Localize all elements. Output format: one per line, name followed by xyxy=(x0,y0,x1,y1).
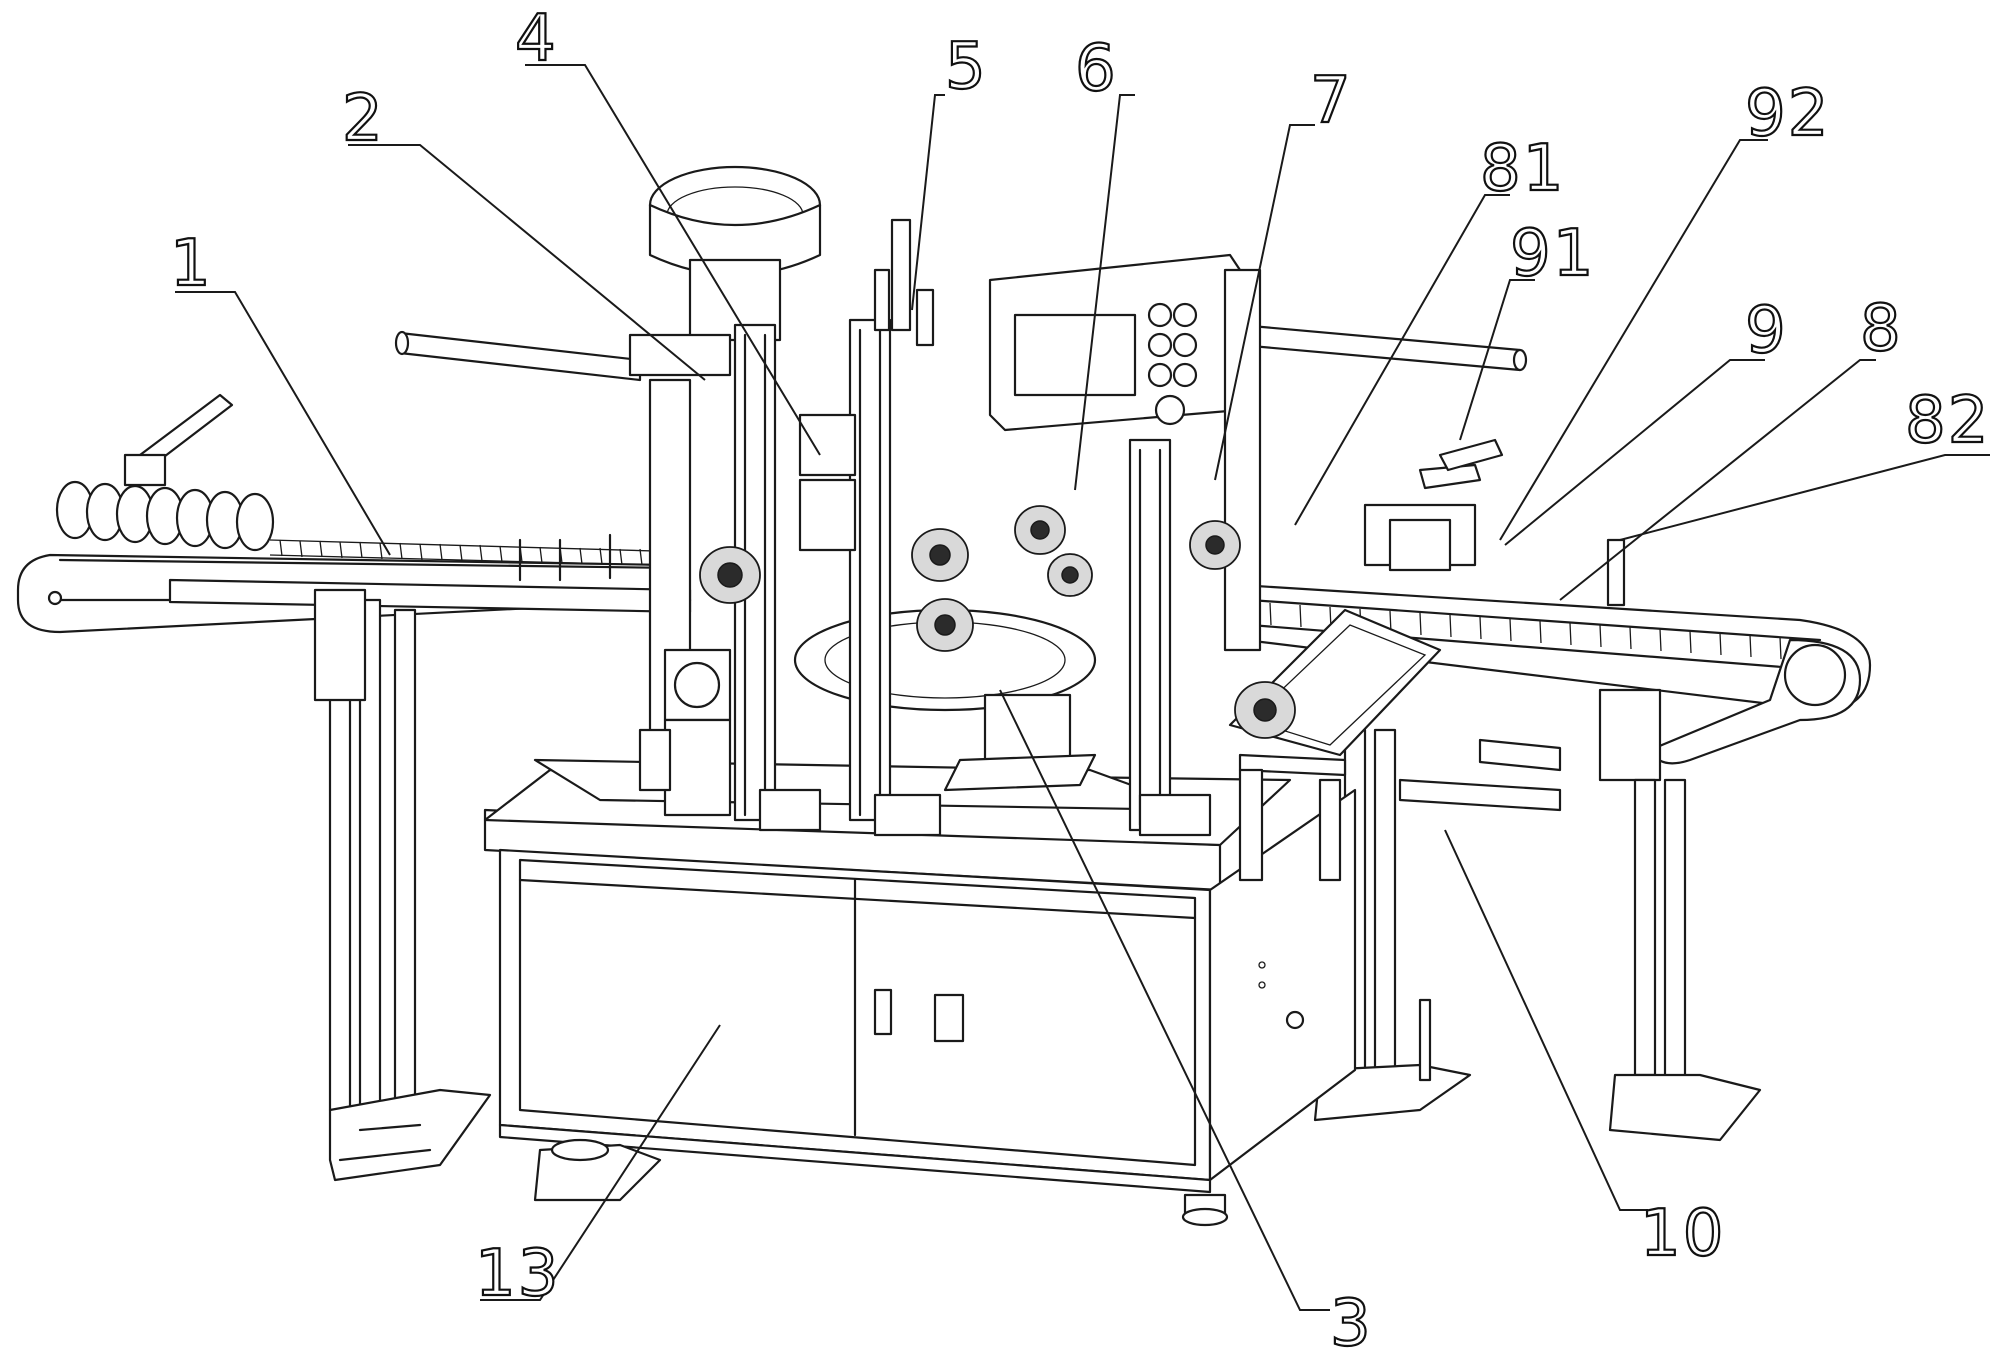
callout-13: 13 xyxy=(475,1237,560,1311)
leader-13 xyxy=(480,1024,721,1301)
callout-1: 1 xyxy=(170,227,213,301)
leader-9 xyxy=(1504,359,1765,546)
leader-4 xyxy=(525,64,821,456)
leader-6 xyxy=(1074,94,1135,491)
leader-91 xyxy=(1459,279,1535,441)
callout-4: 4 xyxy=(515,2,558,76)
leader-81 xyxy=(1294,194,1510,526)
leader-5 xyxy=(911,94,945,311)
ring-parts-stack xyxy=(55,480,275,552)
outfeed-tray xyxy=(1228,608,1562,882)
callout-92: 92 xyxy=(1745,77,1830,151)
feeder-section xyxy=(394,165,974,837)
callout-6: 6 xyxy=(1075,32,1118,106)
callout-10: 10 xyxy=(1640,1197,1725,1271)
main-cabinet xyxy=(483,768,1432,1227)
leader-82 xyxy=(1619,454,1990,541)
callout-81: 81 xyxy=(1480,132,1565,206)
leader-lines xyxy=(175,64,1990,1311)
leader-92 xyxy=(1499,139,1768,541)
callout-82: 82 xyxy=(1905,384,1990,458)
callout-2: 2 xyxy=(342,82,385,156)
leader-2 xyxy=(348,144,706,381)
callout-3: 3 xyxy=(1330,1287,1373,1355)
callout-labels: 1 2 3 4 5 6 7 8 9 10 13 81 82 91 92 xyxy=(169,1,1990,1355)
callout-91: 91 xyxy=(1510,217,1595,291)
callout-5: 5 xyxy=(945,30,988,104)
leader-3 xyxy=(999,689,1330,1311)
callout-9: 9 xyxy=(1745,294,1788,368)
leader-7 xyxy=(1214,124,1315,481)
control-section xyxy=(988,253,1528,837)
leader-10 xyxy=(1444,829,1648,1211)
leader-8 xyxy=(1559,359,1876,601)
callout-7: 7 xyxy=(1310,64,1353,138)
left-conveyor xyxy=(16,393,692,1182)
callout-8: 8 xyxy=(1860,292,1903,366)
leader-1 xyxy=(175,291,391,556)
